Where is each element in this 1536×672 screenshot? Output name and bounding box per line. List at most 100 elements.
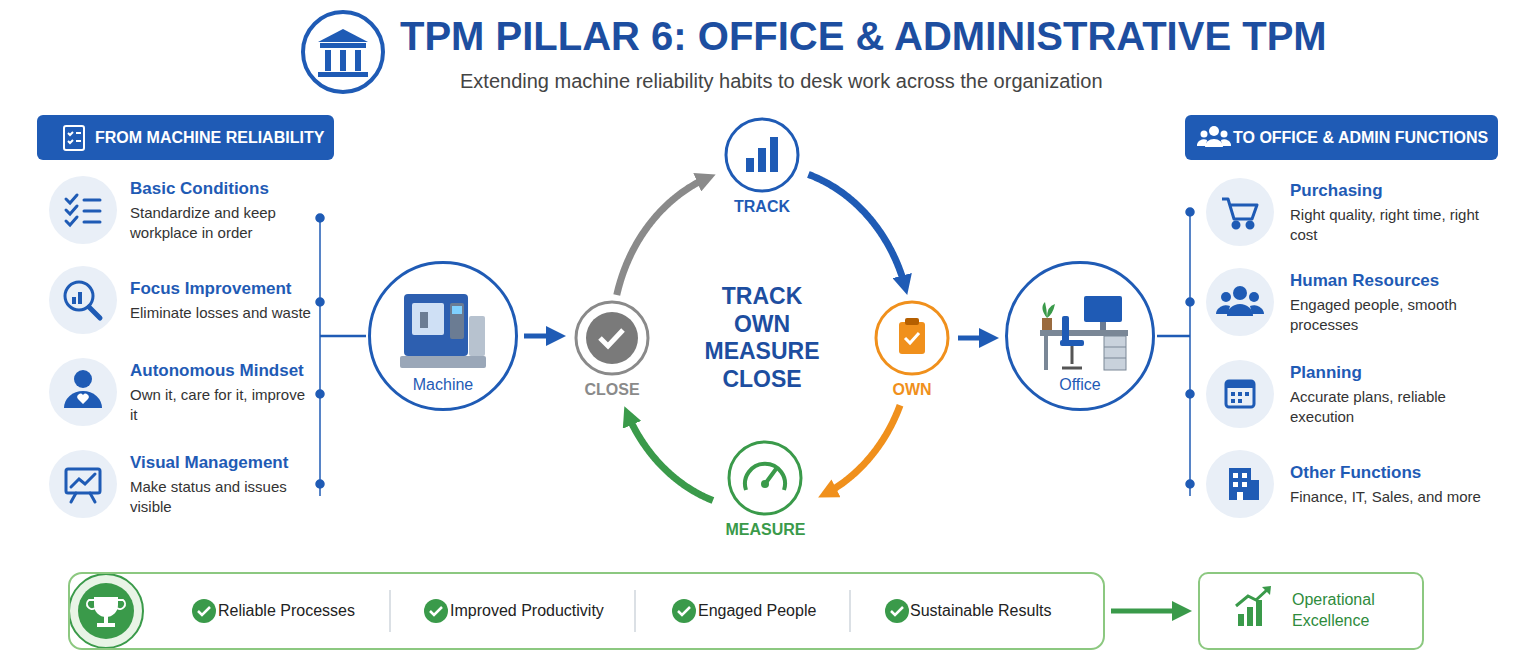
- check-icon: [198, 607, 210, 615]
- check-icon: [885, 599, 909, 623]
- separator-line: [389, 590, 391, 632]
- check-icon: [192, 599, 216, 623]
- track-icon: [726, 119, 798, 191]
- title-icon: [303, 12, 383, 92]
- flow-arrow: [1111, 609, 1180, 614]
- function-item: Other FunctionsFinance, IT, Sales, and m…: [1290, 462, 1490, 507]
- checklist-icon: [66, 195, 100, 225]
- item-description: Own it, care for it, improve it: [130, 385, 312, 424]
- people-icon: [1233, 286, 1247, 300]
- office-illustration: [1104, 336, 1126, 370]
- trophy-icon: [104, 616, 108, 623]
- growth-chart-icon: [1247, 607, 1253, 626]
- calendar-icon: [1238, 392, 1242, 396]
- illustration-circle: Machine: [368, 261, 518, 411]
- title-icon: [318, 72, 368, 77]
- office-illustration: [1042, 302, 1055, 318]
- bracket-line: [316, 390, 324, 398]
- bracket-line: [1186, 208, 1194, 216]
- building-icon: [1233, 482, 1238, 487]
- item-description: Make status and issues visible: [130, 477, 312, 516]
- benefit-text: Reliable Processes: [218, 602, 355, 620]
- track-icon: [726, 119, 798, 191]
- cycle-step-label: CLOSE: [584, 381, 639, 399]
- calendar-icon: [1226, 381, 1254, 388]
- cycle-step: CLOSE: [572, 301, 652, 399]
- trophy-icon: [94, 597, 118, 617]
- office-illustration: [1104, 358, 1126, 359]
- cycle-step-label: MEASURE: [725, 521, 805, 539]
- cycle-center-text: TRACK OWN MEASURE CLOSE: [700, 283, 824, 393]
- office-illustration: [1060, 340, 1084, 346]
- building-icon: [1242, 482, 1247, 487]
- section-header-label: FROM MACHINE RELIABILITY: [95, 129, 324, 147]
- separator-line: [634, 590, 636, 632]
- item-description: Accurate plans, reliable execution: [1290, 387, 1490, 426]
- trophy-icon: [87, 600, 125, 609]
- function-item: Autonomous MindsetOwn it, care for it, i…: [130, 360, 312, 424]
- magnifier-icon: [65, 282, 100, 318]
- own-icon: [899, 322, 925, 354]
- checklist-icon: [84, 199, 100, 202]
- header-checklist-icon: [64, 126, 84, 150]
- item-heading: Basic Conditions: [130, 178, 312, 200]
- calendar-icon: [1231, 392, 1249, 403]
- people-icon: [1221, 292, 1231, 302]
- item-description: Standardize and keep workplace in order: [130, 203, 312, 242]
- own-icon: [876, 302, 948, 374]
- bracket-line: [1186, 390, 1194, 398]
- track-icon: [758, 148, 766, 172]
- machine-illustration: [420, 312, 428, 328]
- calendar-icon: [1231, 399, 1235, 403]
- item-icon: [1206, 268, 1274, 336]
- trophy-icon: [97, 623, 115, 627]
- calendar-icon: [1226, 381, 1254, 407]
- growth-chart-icon: [1238, 614, 1244, 626]
- machine-illustration: [452, 306, 462, 314]
- title-icon: [303, 12, 383, 92]
- cart-icon: [1233, 222, 1239, 228]
- function-item: PurchasingRight quality, right time, rig…: [1290, 180, 1490, 244]
- building-icon: [1242, 473, 1247, 478]
- measure-icon: [745, 464, 785, 490]
- chart-board-icon: [71, 493, 76, 502]
- chart-board-icon: [66, 469, 100, 493]
- separator-line: [849, 590, 851, 632]
- header-checklist-icon: [64, 126, 84, 150]
- building-icon: [1233, 473, 1247, 500]
- item-description: Engaged people, smooth processes: [1290, 295, 1490, 334]
- header-people-icon: [1201, 131, 1208, 138]
- trophy-icon: [69, 574, 143, 648]
- section-header-label: TO OFFICE & ADMIN FUNCTIONS: [1233, 129, 1488, 147]
- function-item: Visual ManagementMake status and issues …: [130, 452, 312, 516]
- flow-arrow: [629, 417, 713, 500]
- header-people-icon: [1221, 139, 1231, 146]
- growth-chart-icon: [1262, 586, 1271, 595]
- check-icon: [891, 607, 903, 615]
- check-icon: [424, 599, 448, 623]
- building-icon: [1251, 480, 1259, 500]
- growth-chart-icon: [1256, 600, 1262, 626]
- calendar-icon: [1226, 381, 1254, 407]
- measure-icon: [729, 442, 801, 514]
- title-icon: [340, 50, 346, 71]
- calendar-icon: [1238, 399, 1242, 403]
- illustration-circle-label: Office: [1008, 376, 1152, 394]
- building-icon: [1233, 473, 1238, 478]
- function-item: Human ResourcesEngaged people, smooth pr…: [1290, 270, 1490, 334]
- item-icon: [1206, 360, 1274, 428]
- item-heading: Planning: [1290, 362, 1490, 384]
- title: TPM PILLAR 6: OFFICE & ADMINISTRATIVE TP…: [400, 14, 1327, 59]
- title-icon: [355, 50, 361, 71]
- flow-arrow: [617, 179, 705, 295]
- magnifier-icon: [78, 292, 82, 304]
- flow-arrow: [829, 405, 900, 492]
- own-icon: [905, 318, 919, 325]
- flow-arrow: [808, 174, 904, 283]
- chart-board-icon: [71, 474, 95, 487]
- cycle-step-label: TRACK: [734, 198, 790, 216]
- bracket-line: [316, 214, 324, 222]
- person-icon: [64, 391, 102, 408]
- office-illustration: [1042, 318, 1052, 330]
- people-icon: [1216, 305, 1230, 314]
